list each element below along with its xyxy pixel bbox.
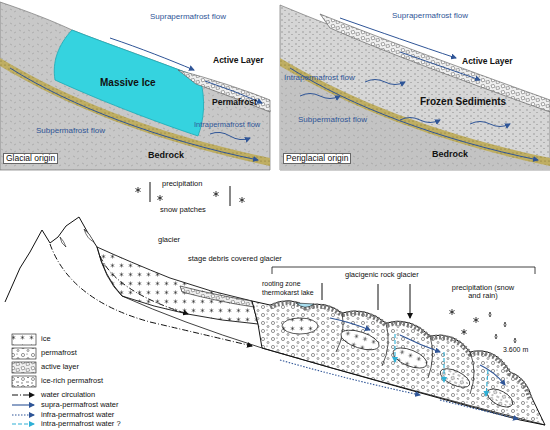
panel-title: Glacial origin bbox=[3, 153, 58, 164]
flow-label: Suprapermafrost flow bbox=[392, 12, 468, 21]
thermokarst-lake bbox=[296, 303, 314, 307]
annotation: precipitation (snow and rain) bbox=[450, 284, 516, 301]
flow-label: Suprapermafrost flow bbox=[150, 13, 226, 22]
rain-drop bbox=[489, 312, 516, 343]
legend-label: intra-permafrost water ? bbox=[41, 420, 121, 428]
legend-label: ice-rich permafrost bbox=[41, 377, 103, 385]
ice-rich-zone bbox=[484, 385, 515, 411]
annotation: precipitation bbox=[162, 180, 202, 188]
bedrock-line bbox=[97, 247, 545, 425]
intra-flow-arrow bbox=[400, 118, 440, 123]
zone-label: Permafrost bbox=[212, 98, 257, 107]
annotation: snow patches bbox=[160, 206, 206, 214]
zone-label: Bedrock bbox=[148, 151, 184, 161]
legend-swatch bbox=[12, 334, 36, 345]
active-layer bbox=[270, 303, 530, 398]
rock-glacier bbox=[252, 301, 545, 425]
flow-label: Intrapermafrost flow bbox=[194, 121, 260, 129]
debris-cover bbox=[180, 286, 254, 307]
glacial-panel bbox=[0, 2, 270, 170]
intra-flow-arrow bbox=[210, 132, 250, 139]
mountain-ridge bbox=[5, 217, 97, 302]
snow-star bbox=[473, 317, 478, 323]
periglacial-panel bbox=[280, 5, 550, 170]
intra-water-arrow bbox=[394, 334, 395, 362]
ice-rich-zone bbox=[438, 365, 473, 391]
snow-star bbox=[157, 195, 162, 201]
flow-label: Subpermafrost flow bbox=[298, 116, 367, 125]
active-layer bbox=[178, 70, 270, 112]
legend-line bbox=[12, 423, 34, 424]
terrain-texture bbox=[0, 2, 270, 170]
ice-lens bbox=[339, 326, 382, 354]
supra-flow-arrow bbox=[340, 18, 456, 58]
zone-label: Frozen Sediments bbox=[420, 96, 506, 107]
legend-swatch bbox=[12, 348, 36, 359]
snow-star bbox=[135, 187, 140, 193]
supra-water-arrow bbox=[400, 335, 440, 352]
ice-lens bbox=[282, 318, 318, 334]
annotation: thermokarst lake bbox=[262, 289, 314, 297]
supra-water-arrow bbox=[480, 365, 505, 385]
legend-line bbox=[12, 404, 34, 405]
sub-flow-arrow bbox=[10, 68, 258, 160]
annotation: glacier bbox=[158, 236, 180, 244]
legend-line bbox=[12, 395, 34, 396]
elevation-label: 3.600 m bbox=[503, 346, 528, 354]
massive-ice bbox=[54, 30, 203, 136]
flow-label: Intrapermafrost flow bbox=[284, 74, 355, 83]
legend-line bbox=[12, 414, 34, 415]
snow-star bbox=[239, 197, 244, 203]
annotation: stage debris covered glacier bbox=[188, 255, 282, 263]
snow-star bbox=[461, 329, 466, 335]
ice-lens bbox=[390, 344, 429, 372]
zone-label: Massive Ice bbox=[100, 77, 156, 88]
supra-water-arrow bbox=[330, 318, 370, 330]
legend-swatch bbox=[12, 362, 36, 373]
terrain bbox=[0, 2, 270, 170]
intra-flow-arrow bbox=[365, 80, 405, 85]
intra-flow-arrow bbox=[300, 94, 340, 99]
cross-section bbox=[5, 182, 545, 425]
snow-star bbox=[213, 191, 218, 197]
annotation: rooting zone bbox=[262, 280, 301, 288]
subpermafrost-band bbox=[280, 58, 550, 166]
layer-label: Active Layer bbox=[213, 56, 264, 65]
infra-water-arrow bbox=[280, 360, 420, 395]
legend bbox=[12, 334, 36, 424]
intra-water-arrow bbox=[486, 370, 488, 396]
zone-label: Bedrock bbox=[432, 150, 468, 160]
legend-label: infra-permafrost water bbox=[41, 411, 114, 419]
layer-label: Active Layer bbox=[462, 57, 513, 66]
legend-label: permafrost bbox=[41, 349, 77, 357]
flow-label: Subpermafrost flow bbox=[36, 127, 105, 136]
panel-title: Periglacial origin bbox=[283, 153, 351, 164]
supra-flow-arrow bbox=[110, 38, 194, 70]
snow-patch bbox=[84, 229, 94, 242]
frozen-sediments bbox=[280, 5, 550, 170]
legend-label: supra-permafrost water bbox=[41, 401, 119, 409]
legend-label: active layer bbox=[41, 363, 79, 371]
legend-label: water circulation bbox=[41, 391, 95, 399]
snow-patch bbox=[60, 237, 66, 247]
snow-star bbox=[449, 309, 454, 315]
legend-swatch bbox=[12, 376, 36, 387]
infra-water-arrow bbox=[440, 400, 518, 419]
water-circulation bbox=[100, 256, 188, 314]
intra-flow-arrow bbox=[470, 122, 510, 127]
annotation: glacigenic rock glacier bbox=[345, 271, 419, 279]
active-layer bbox=[320, 14, 550, 112]
legend-label: ice bbox=[41, 335, 51, 343]
intra-water-arrow bbox=[443, 352, 444, 382]
precipitation-arrow bbox=[150, 182, 410, 318]
